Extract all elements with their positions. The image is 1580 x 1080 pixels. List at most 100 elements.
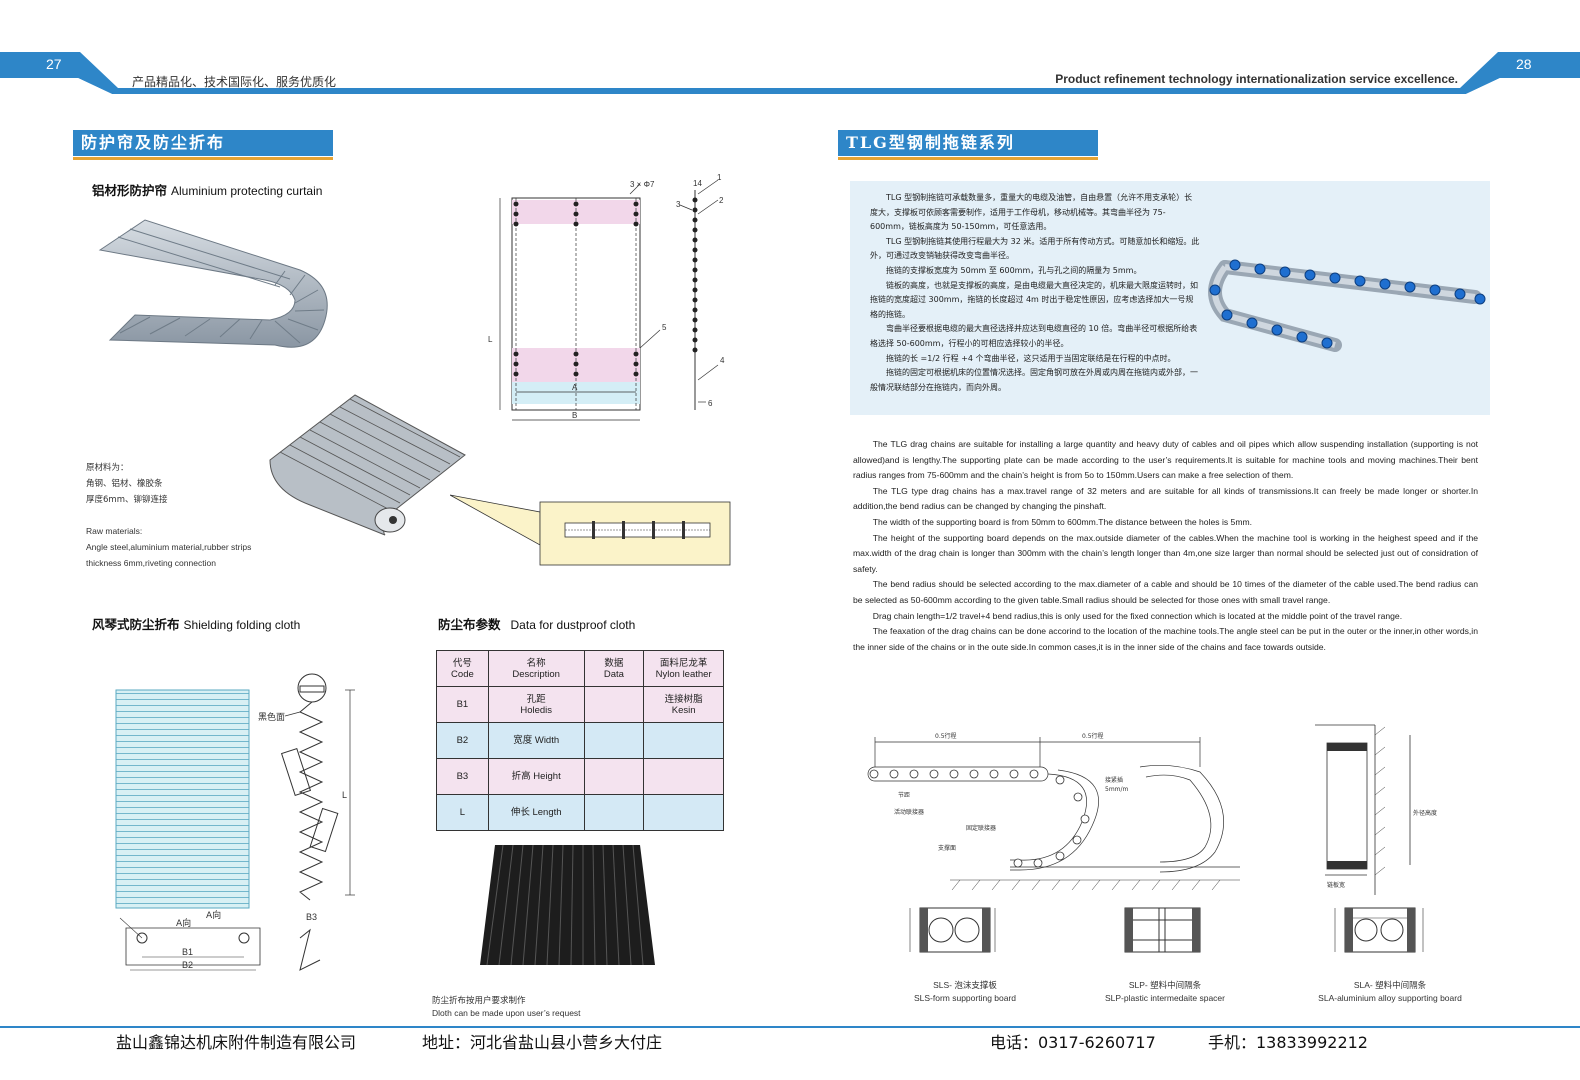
desc-cn: 孔距 [526, 693, 546, 705]
curtain-drawing: 3 × Φ7 14 1 2 3 4 5 6 L A B [488, 173, 725, 421]
header-cn: 面料尼龙革 [659, 657, 708, 669]
label-14: 14 [693, 179, 702, 188]
profile-cn: SLS- 泡沫支撑板 [933, 980, 997, 990]
en-paragraph: The width of the supporting board is fro… [872, 516, 1253, 527]
footer-address: 地址：河北省盐山县小营乡大付庄 [422, 1033, 663, 1052]
dust-table-heading-cn: 防尘布参数 [438, 617, 501, 632]
label-half-travel-1: 0.5行程 [935, 732, 957, 740]
label-6: 6 [708, 399, 713, 408]
cell-code: B1 [436, 686, 489, 723]
label-2: 2 [719, 196, 724, 205]
profile-cn: SLA- 塑料中间隔条 [1353, 980, 1427, 990]
cell-code: B2 [436, 722, 489, 759]
en-paragraph: The bend radius should be selected accor… [853, 579, 1478, 605]
label-holes: 3 × Φ7 [630, 180, 655, 189]
aluminium-curtain-image [98, 219, 328, 348]
cell-code: L [436, 794, 489, 831]
label-fixed-connector: 固定联接器 [966, 824, 996, 832]
cell-data [583, 722, 645, 759]
materials-en-line: Angle steel,aluminium material,rubber st… [86, 542, 252, 552]
profile-cn: SLP- 塑料中间隔条 [1128, 980, 1202, 990]
profile-caption-slp: SLP- 塑料中间隔条 SLP-plastic intermedaite spa… [1085, 979, 1245, 1005]
materials-cn-line: 角钢、铝材、橡胶条 [86, 479, 163, 489]
cn-paragraph: 拖链的长 =1/2 行程 +4 个弯曲半径，这只适用于当固定联结是在行程的中点时… [886, 353, 1176, 363]
table-row: L 伸长 Length [436, 794, 724, 831]
label-height: 外径高度 [1413, 809, 1437, 817]
header-band [0, 52, 1580, 94]
cell-data [583, 794, 645, 831]
cn-paragraph: 链板的高度，也就是支撑板的高度，是由电缆最大直径决定的，机床最大限度运转时，如拖… [870, 280, 1198, 319]
materials-en-line: thickness 6mm,riveting connection [86, 558, 216, 568]
chain-elevation-diagram: 链板宽 外径高度 [1315, 724, 1437, 895]
label-dir-a1: A向 [176, 917, 191, 929]
custom-note-cn: 防尘折布按用户要求制作 [432, 995, 526, 1005]
header-en: Code [451, 668, 474, 680]
page-number-left: 27 [46, 56, 62, 72]
chain-installation-diagram: 0.5行程 0.5行程 节距 活动联接器 固定联接器 支撑面 接紧插 5mm/m [867, 732, 1240, 891]
right-section-title: TLG型钢制拖链系列 [838, 130, 1098, 160]
label-support-surface: 支撑面 [938, 844, 956, 852]
cn-intro-text: TLG 型钢制拖链可承载数量多，重量大的电缆及油管，自由悬置（允许不用支承轮）长… [870, 191, 1200, 395]
label-1: 1 [717, 173, 722, 182]
label-pitch: 节距 [898, 791, 910, 799]
label-4: 4 [720, 356, 725, 365]
material-en: Kesin [671, 704, 696, 716]
label-b1: B1 [182, 947, 193, 957]
curtain-section-callout [450, 494, 731, 566]
desc-en: Holedis [520, 704, 553, 716]
left-section-title: 防护帘及防尘折布 [73, 130, 333, 160]
folding-cloth-drawing: 黑色面 A向 A向 B1 B2 B3 L [115, 673, 355, 971]
en-paragraph: Drag chain length=1/2 travel+4 bend radi… [872, 610, 1403, 621]
material-cn: 连接树脂 [664, 693, 703, 705]
bellows-image [480, 844, 655, 966]
dust-table-heading-en: Data for dustproof cloth [510, 618, 636, 632]
cell-data [583, 686, 645, 723]
header-en: Nylon leather [655, 668, 712, 680]
cell-data [583, 758, 645, 795]
cell-code: B3 [436, 758, 489, 795]
profile-en: SLS-form supporting board [913, 993, 1017, 1003]
label-connect: 接紧插 [1105, 776, 1123, 784]
label-b2: B2 [182, 960, 193, 970]
custom-note-en: Dloth can be made upon user’s request [432, 1008, 581, 1018]
label-5: 5 [662, 323, 667, 332]
header-cn: 代号 [452, 657, 472, 669]
footer-company: 盐山鑫锦达机床附件制造有限公司 [116, 1033, 357, 1052]
label-b3: B3 [306, 912, 317, 922]
label-dir-a2: A向 [206, 909, 221, 921]
profile-caption-sla: SLA- 塑料中间隔条 SLA-aluminium alloy supporti… [1290, 979, 1490, 1005]
folding-heading-cn: 风琴式防尘折布 [92, 617, 180, 632]
desc-cn: 伸长 [510, 807, 530, 818]
cell-desc: 伸长 Length [487, 794, 585, 831]
materials-cn-line: 厚度6mm、铆铆连接 [86, 495, 168, 505]
desc-en: Width [534, 735, 560, 746]
page-number-right: 28 [1516, 56, 1532, 72]
label-chain-plate-width: 链板宽 [1327, 881, 1345, 889]
en-intro-text: The TLG drag chains are suitable for ins… [853, 437, 1478, 655]
cell-desc: 宽度 Width [487, 722, 585, 759]
label-l: L [342, 790, 347, 800]
materials-en: Raw materials: Angle steel,aluminium mat… [86, 523, 251, 571]
footer-mobile: 手机：13833992212 [1208, 1033, 1368, 1052]
label-L: L [488, 335, 493, 344]
cell-material [643, 722, 724, 759]
label-radius: 5mm/m [1105, 786, 1129, 793]
cn-paragraph: TLG 型钢制拖链可承载数量多，重量大的电缆及油管，自由悬置（允许不用支承轮）长… [870, 193, 1193, 232]
profile-en: SLA-aluminium alloy supporting board [1318, 993, 1462, 1003]
cell-material [643, 794, 724, 831]
materials-cn-line: 原材料为： [86, 463, 129, 473]
slogan-cn: 产品精品化、技术国际化、服务优质化 [132, 75, 337, 89]
profile-sls-drawing [909, 907, 996, 953]
desc-en: Height [533, 771, 561, 782]
footer-divider [0, 1026, 1580, 1028]
rolled-curtain-image [269, 394, 466, 536]
en-paragraph: The TLG type drag chains has a max.trave… [853, 485, 1478, 512]
drag-chain-image [1208, 259, 1486, 352]
label-half-travel-2: 0.5行程 [1082, 732, 1104, 740]
